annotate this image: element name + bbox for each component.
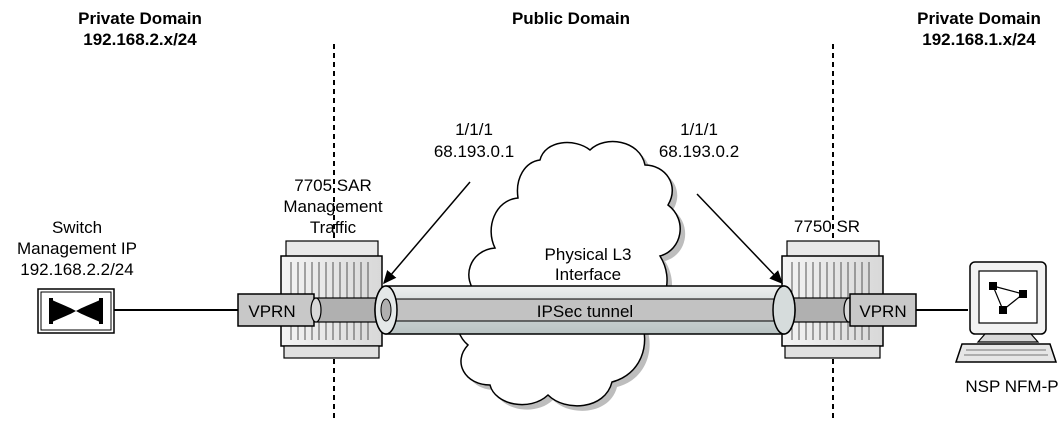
public-network-cloud [456, 140, 686, 411]
left-port-ip: 68.193.0.1 [434, 142, 514, 161]
right-port-label: 1/1/1 [680, 120, 718, 139]
right-port-ip: 68.193.0.2 [659, 142, 739, 161]
switch-label-line2: Management IP [17, 239, 137, 258]
sr-label: 7750 SR [794, 217, 860, 236]
right-domain-subnet: 192.168.1.x/24 [922, 30, 1036, 49]
ipsec-tunnel-label: IPSec tunnel [537, 302, 633, 321]
switch-label-line3: 192.168.2.2/24 [20, 260, 133, 279]
sar-label-line3: Traffic [310, 218, 357, 237]
vprn-left-label: VPRN [248, 302, 295, 321]
ipsec-tunnel [374, 285, 796, 335]
center-domain-title: Public Domain [512, 9, 630, 28]
vprn-right [849, 293, 917, 327]
vprn-right-label: VPRN [859, 302, 906, 321]
right-domain-title: Private Domain [917, 9, 1041, 28]
nsp-label: NSP NFM-P [965, 377, 1058, 396]
sar-label-line1: 7705 SAR [294, 176, 372, 195]
left-port-arrow [383, 181, 471, 285]
switch-label-line1: Switch [52, 218, 102, 237]
right-port-arrow [696, 193, 784, 285]
vprn-left-pipe [310, 297, 385, 323]
workstation-icon [954, 261, 1058, 363]
cloud-label-line2: Interface [555, 265, 621, 284]
left-domain-subnet: 192.168.2.x/24 [83, 30, 197, 49]
sar-label-line2: Management [283, 197, 383, 216]
switch-icon [37, 288, 115, 334]
cloud-label-line1: Physical L3 [545, 245, 632, 264]
left-port-label: 1/1/1 [455, 120, 493, 139]
left-domain-title: Private Domain [78, 9, 202, 28]
